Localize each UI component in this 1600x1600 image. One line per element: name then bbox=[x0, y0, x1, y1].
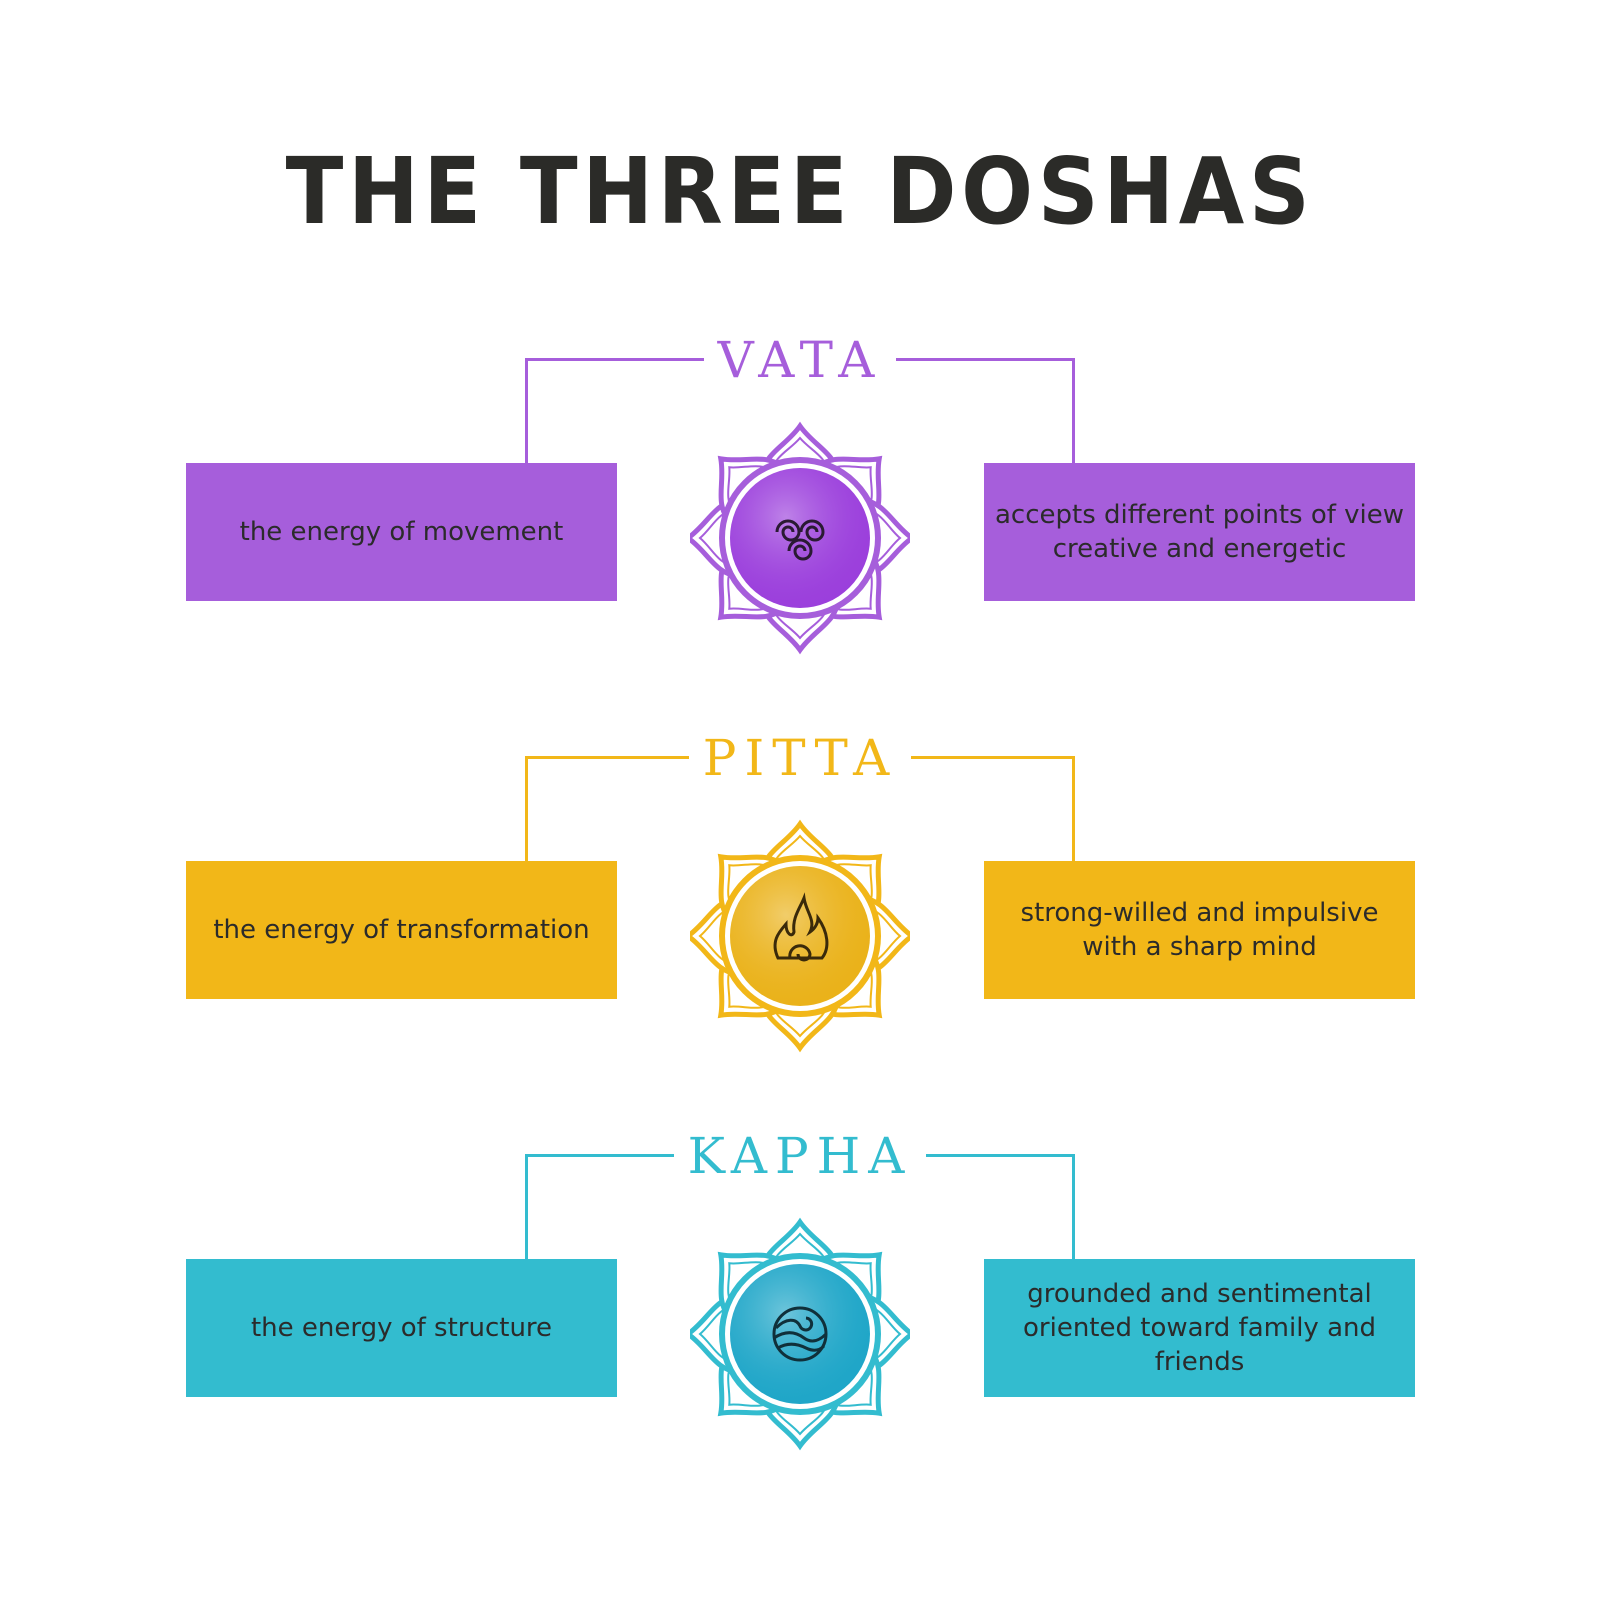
description-box: the energy of structure bbox=[186, 1259, 617, 1397]
traits-box: grounded and sentimental oriented toward … bbox=[984, 1259, 1415, 1397]
page-title: THE THREE DOSHAS bbox=[285, 138, 1315, 245]
traits-line: accepts different points of view bbox=[994, 500, 1405, 530]
water-wave-icon bbox=[772, 1306, 828, 1362]
connector-bracket: KAPHA bbox=[525, 1127, 1075, 1259]
connector-bracket: VATA bbox=[525, 331, 1075, 463]
traits-line: grounded and sentimental bbox=[1027, 1279, 1372, 1309]
lotus-icon bbox=[683, 418, 917, 658]
traits-line: with a sharp mind bbox=[1082, 932, 1317, 962]
traits-line: strong-willed and impulsive bbox=[1020, 898, 1379, 928]
traits-line: oriented toward family and friends bbox=[1023, 1313, 1376, 1377]
fire-icon bbox=[773, 892, 829, 962]
dosha-row-kapha: KAPHA the energy of structure grounded a… bbox=[0, 1127, 1600, 1454]
dosha-name: PITTA bbox=[688, 729, 912, 787]
description-text: the energy of movement bbox=[239, 517, 564, 547]
dosha-name: VATA bbox=[703, 331, 897, 389]
description-box: the energy of transformation bbox=[186, 861, 617, 999]
traits-box: accepts different points of view creative… bbox=[984, 463, 1415, 601]
air-swirl-icon bbox=[775, 519, 825, 561]
dosha-name: KAPHA bbox=[673, 1127, 927, 1185]
lotus-icon bbox=[683, 816, 917, 1056]
dosha-row-vata: VATA the energy of movement accepts diff… bbox=[0, 331, 1600, 658]
dosha-row-pitta: PITTA the energy of transformation stron… bbox=[0, 729, 1600, 1056]
description-text: the energy of structure bbox=[250, 1313, 553, 1343]
description-text: the energy of transformation bbox=[213, 915, 590, 945]
description-box: the energy of movement bbox=[186, 463, 617, 601]
connector-bracket: PITTA bbox=[525, 729, 1075, 861]
lotus-icon bbox=[683, 1214, 917, 1454]
traits-line: creative and energetic bbox=[1052, 534, 1347, 564]
traits-box: strong-willed and impulsive with a sharp … bbox=[984, 861, 1415, 999]
